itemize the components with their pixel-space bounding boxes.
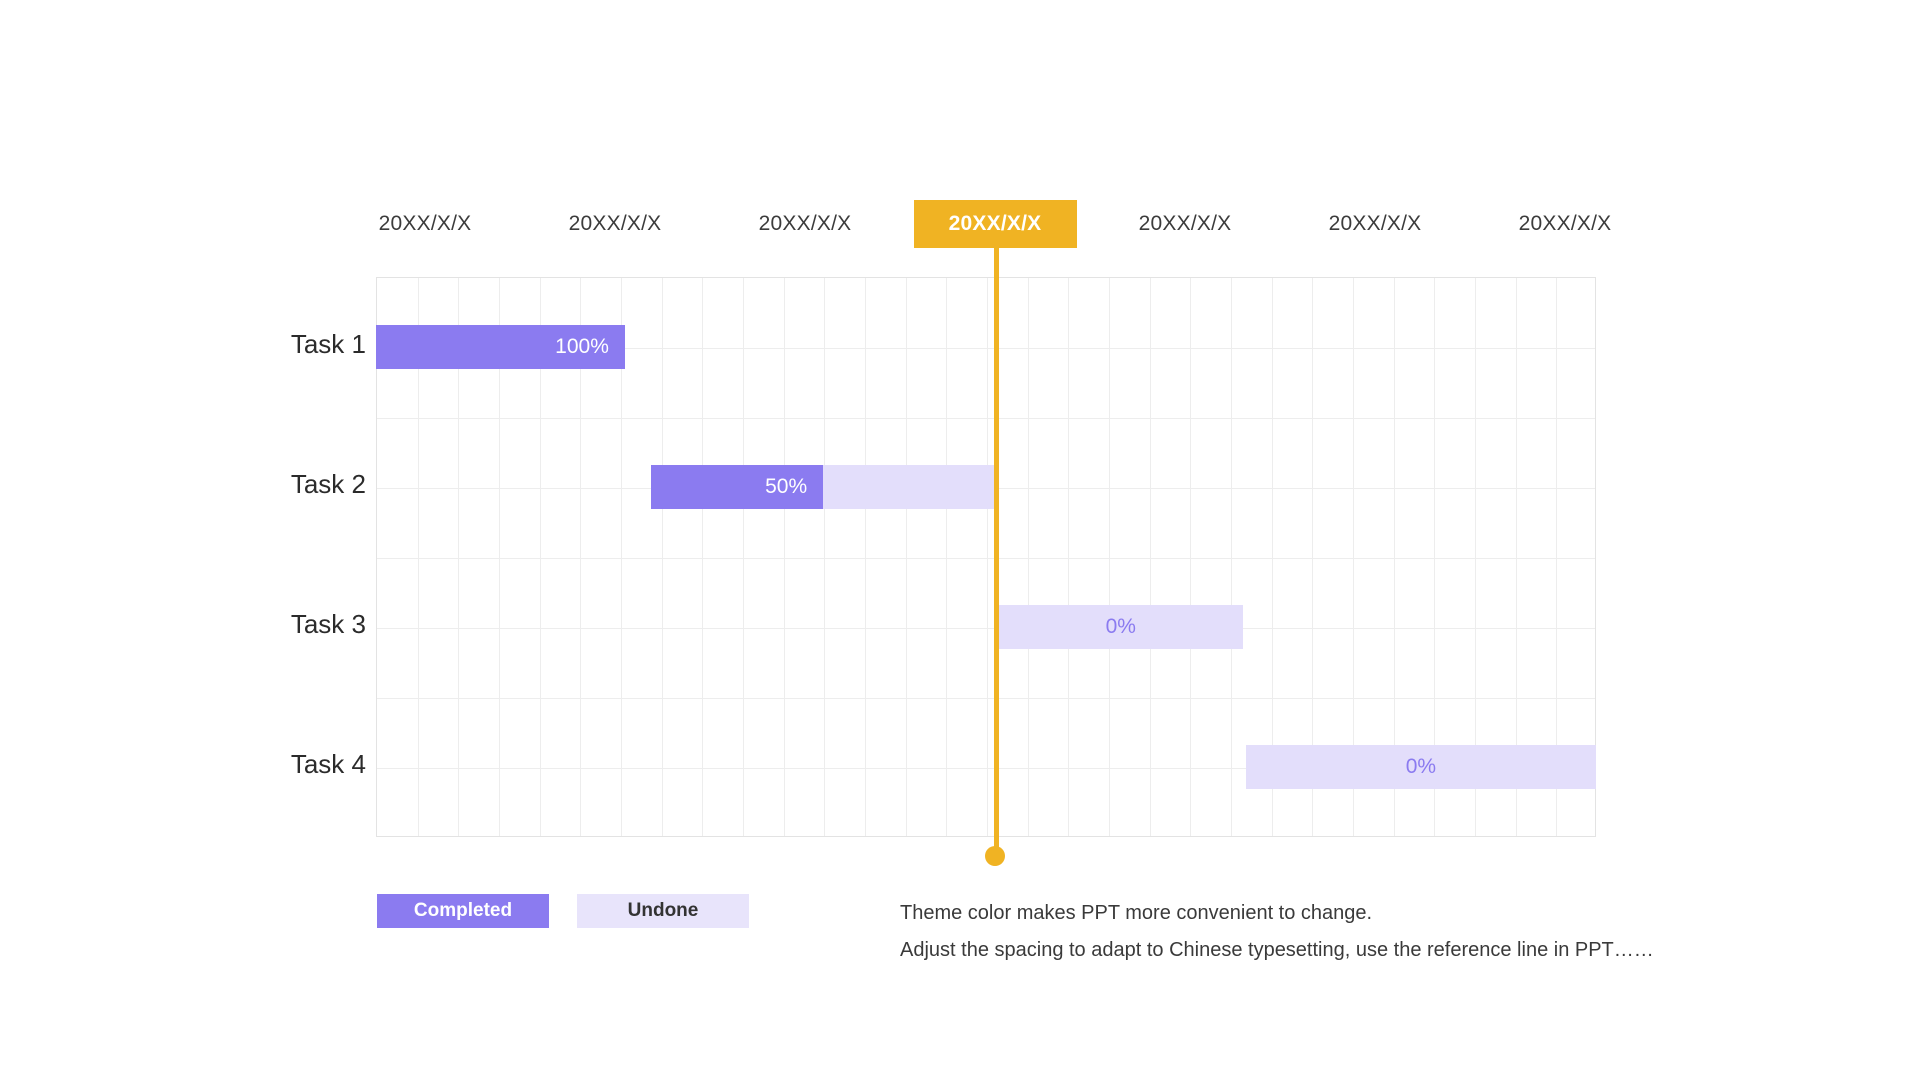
- grid-line-vertical: [1353, 278, 1354, 836]
- caption-block: Theme color makes PPT more convenient to…: [900, 895, 1700, 969]
- grid-line-horizontal: [377, 348, 1595, 349]
- caption-line-2: Adjust the spacing to adapt to Chinese t…: [900, 939, 1654, 961]
- grid-line-vertical: [1150, 278, 1151, 836]
- chart-plot-area: [376, 277, 1596, 837]
- timeline-axis: 20XX/X/X 20XX/X/X 20XX/X/X 20XX/X/X 20XX/X/X…: [330, 200, 1660, 248]
- grid-line-vertical: [946, 278, 947, 836]
- grid-line-vertical: [499, 278, 500, 836]
- grid-line-vertical: [1109, 278, 1110, 836]
- reference-line-end-marker: [985, 846, 1005, 866]
- date-tick-5[interactable]: 20XX/X/X: [1138, 212, 1232, 235]
- task-label-2: Task 2: [290, 469, 366, 499]
- grid-line-vertical: [662, 278, 663, 836]
- grid-line-vertical: [702, 278, 703, 836]
- grid-line-vertical: [824, 278, 825, 836]
- task-bar-2[interactable]: 50%: [650, 465, 996, 509]
- grid-line-vertical: [1516, 278, 1517, 836]
- reference-line[interactable]: [994, 248, 999, 856]
- task-label-1: Task 1: [290, 329, 366, 359]
- task-bar-1[interactable]: 100%: [376, 325, 625, 369]
- grid-line-vertical: [580, 278, 581, 836]
- grid-line-vertical: [1272, 278, 1273, 836]
- grid-line-vertical: [784, 278, 785, 836]
- grid-line-vertical: [743, 278, 744, 836]
- grid-line-vertical: [1028, 278, 1029, 836]
- legend-item-completed[interactable]: Completed: [377, 894, 549, 928]
- grid-line-vertical: [621, 278, 622, 836]
- grid-line-horizontal: [377, 558, 1595, 559]
- legend-item-undone[interactable]: Undone: [577, 894, 749, 928]
- grid-line-vertical: [906, 278, 907, 836]
- grid-line-vertical: [1312, 278, 1313, 836]
- date-tick-2[interactable]: 20XX/X/X: [568, 212, 662, 235]
- grid-line-vertical: [865, 278, 866, 836]
- task-bar-undone-3[interactable]: [998, 605, 1244, 649]
- date-tick-1[interactable]: 20XX/X/X: [378, 212, 472, 235]
- grid-line-vertical: [1556, 278, 1557, 836]
- grid-line-vertical: [540, 278, 541, 836]
- grid-line-horizontal: [377, 698, 1595, 699]
- grid-line-vertical: [987, 278, 988, 836]
- date-tick-3[interactable]: 20XX/X/X: [758, 212, 852, 235]
- task-bar-completed-2[interactable]: [650, 465, 824, 509]
- task-bar-4[interactable]: 0%: [1245, 745, 1596, 789]
- grid-line-horizontal: [377, 418, 1595, 419]
- task-bar-completed-1[interactable]: [376, 325, 625, 369]
- grid-line-horizontal: [377, 768, 1595, 769]
- grid-line-vertical: [418, 278, 419, 836]
- date-tick-7[interactable]: 20XX/X/X: [1518, 212, 1612, 235]
- task-bar-3[interactable]: 0%: [998, 605, 1244, 649]
- task-label-4: Task 4: [290, 749, 366, 779]
- grid-line-vertical: [1434, 278, 1435, 836]
- grid-line-vertical: [1190, 278, 1191, 836]
- grid-line-vertical: [1475, 278, 1476, 836]
- task-label-3: Task 3: [290, 609, 366, 639]
- grid-line-vertical: [1068, 278, 1069, 836]
- caption-line-1: Theme color makes PPT more convenient to…: [900, 902, 1373, 924]
- grid-line-vertical: [1394, 278, 1395, 836]
- task-bar-undone-4[interactable]: [1245, 745, 1596, 789]
- date-tick-4[interactable]: 20XX/X/X: [913, 200, 1077, 248]
- grid-line-horizontal: [377, 628, 1595, 629]
- date-tick-6[interactable]: 20XX/X/X: [1328, 212, 1422, 235]
- grid-line-vertical: [1231, 278, 1232, 836]
- grid-line-vertical: [458, 278, 459, 836]
